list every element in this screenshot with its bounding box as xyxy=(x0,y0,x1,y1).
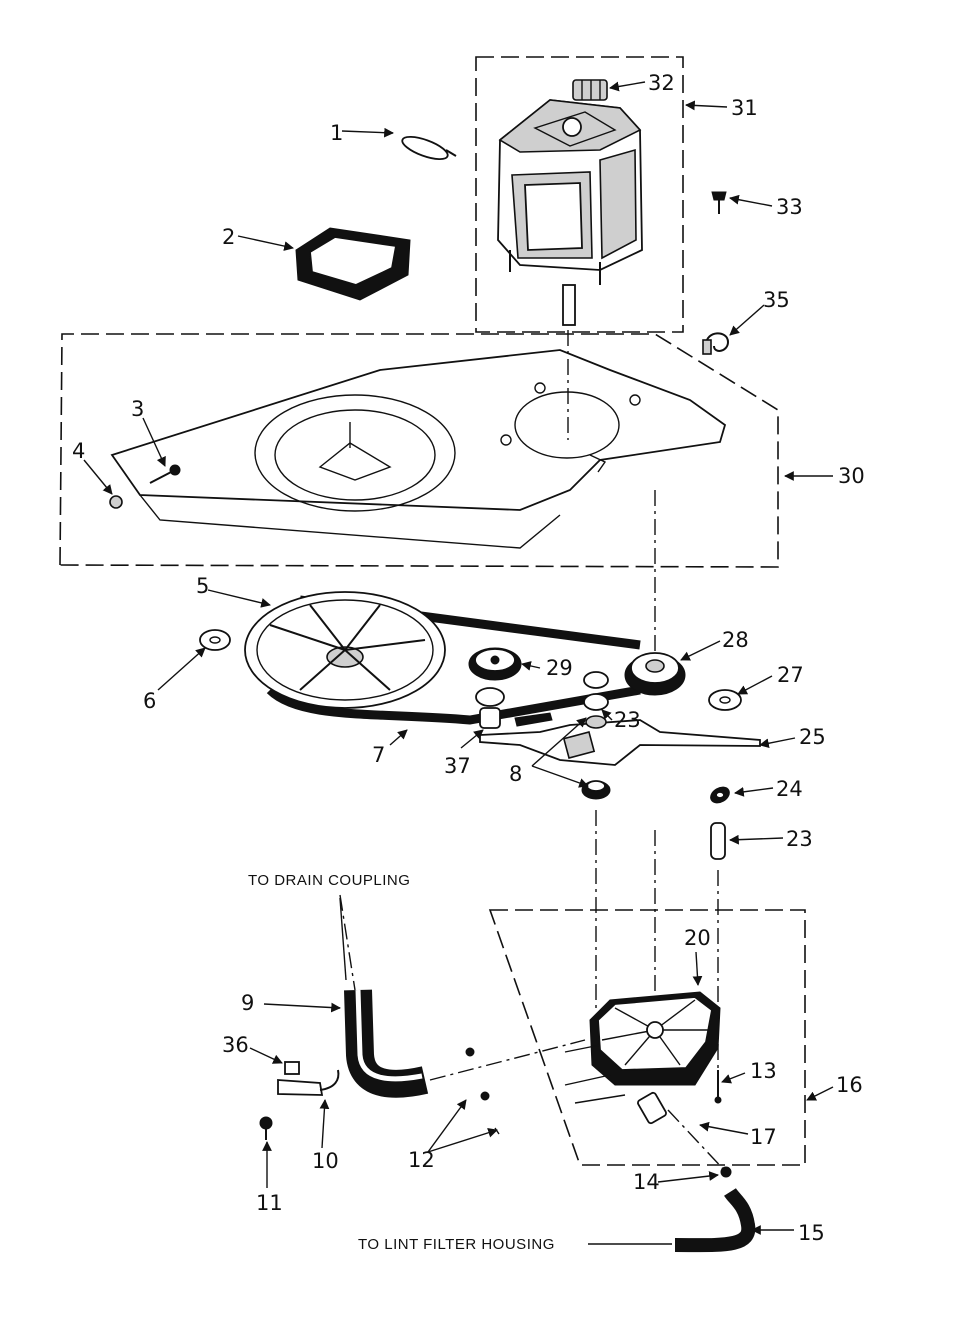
label-8: 8 xyxy=(509,762,522,786)
clamp-35 xyxy=(702,332,730,355)
pump xyxy=(564,991,721,1125)
nut-4 xyxy=(109,495,123,509)
label-5: 5 xyxy=(196,574,209,598)
label-7: 7 xyxy=(372,743,385,767)
label-23-upper: 23 xyxy=(614,708,641,732)
label-36: 36 xyxy=(222,1033,249,1057)
spring-pulleys xyxy=(581,671,611,800)
drive-belt-lower xyxy=(266,685,641,725)
label-15: 15 xyxy=(798,1221,825,1245)
label-32: 32 xyxy=(648,71,675,95)
bushing-37 xyxy=(475,687,505,729)
label-10: 10 xyxy=(312,1149,339,1173)
outlet-hose-axis xyxy=(667,1109,727,1173)
motor-connector xyxy=(572,79,608,101)
screw-13 xyxy=(714,1070,722,1104)
screw-11 xyxy=(259,1116,273,1140)
label-6: 6 xyxy=(143,689,156,713)
label-4: 4 xyxy=(72,439,85,463)
drain-hose-highlight xyxy=(355,989,423,1082)
washer-27 xyxy=(708,689,742,711)
wire-clip xyxy=(401,135,457,161)
label-28: 28 xyxy=(722,628,749,652)
hose-bracket xyxy=(277,1069,340,1096)
label-14: 14 xyxy=(633,1170,660,1194)
label-27: 27 xyxy=(777,663,804,687)
note-to-drain-coupling: TO DRAIN COUPLING xyxy=(248,872,410,889)
clip-24 xyxy=(710,786,730,804)
pin-23 xyxy=(710,822,726,860)
label-33: 33 xyxy=(776,195,803,219)
screw-33 xyxy=(711,191,727,214)
nut-36 xyxy=(284,1061,300,1075)
idler-pulley xyxy=(468,647,522,681)
label-12: 12 xyxy=(408,1148,435,1172)
label-9: 9 xyxy=(241,991,254,1015)
note-to-lint-filter-housing: TO LINT FILTER HOUSING xyxy=(358,1236,555,1253)
base-plate xyxy=(110,349,727,549)
bolt-3 xyxy=(149,464,181,484)
drain-hose-connector xyxy=(429,1039,586,1081)
label-25: 25 xyxy=(799,725,826,749)
label-35: 35 xyxy=(763,288,790,312)
label-31: 31 xyxy=(731,96,758,120)
motor-pulley xyxy=(624,652,686,696)
label-13: 13 xyxy=(750,1059,777,1083)
motor xyxy=(497,99,643,326)
transmission-pulley xyxy=(244,591,446,709)
label-16: 16 xyxy=(836,1073,863,1097)
screws-12 xyxy=(465,1047,500,1135)
label-11: 11 xyxy=(256,1191,283,1215)
label-37: 37 xyxy=(444,754,471,778)
label-24: 24 xyxy=(776,777,803,801)
part-number-labels: 1 2 3 4 5 6 7 8 9 10 11 12 13 14 15 16 1… xyxy=(72,71,865,1245)
label-2: 2 xyxy=(222,225,235,249)
cover-frame xyxy=(295,227,411,301)
idler-arm xyxy=(479,712,761,766)
label-20: 20 xyxy=(684,926,711,950)
base-plate-group-outline xyxy=(59,333,779,568)
label-17: 17 xyxy=(750,1125,777,1149)
drain-axis-line xyxy=(339,894,356,991)
label-29: 29 xyxy=(546,656,573,680)
leader-lines xyxy=(83,81,834,1245)
label-30: 30 xyxy=(838,464,865,488)
outlet-hose xyxy=(674,1187,756,1253)
pump-group-outline xyxy=(488,909,806,1166)
label-3: 3 xyxy=(131,397,144,421)
motor-assembly-group-box xyxy=(475,56,684,333)
washer-6 xyxy=(199,629,231,651)
label-1: 1 xyxy=(330,121,343,145)
label-23-lower: 23 xyxy=(786,827,813,851)
